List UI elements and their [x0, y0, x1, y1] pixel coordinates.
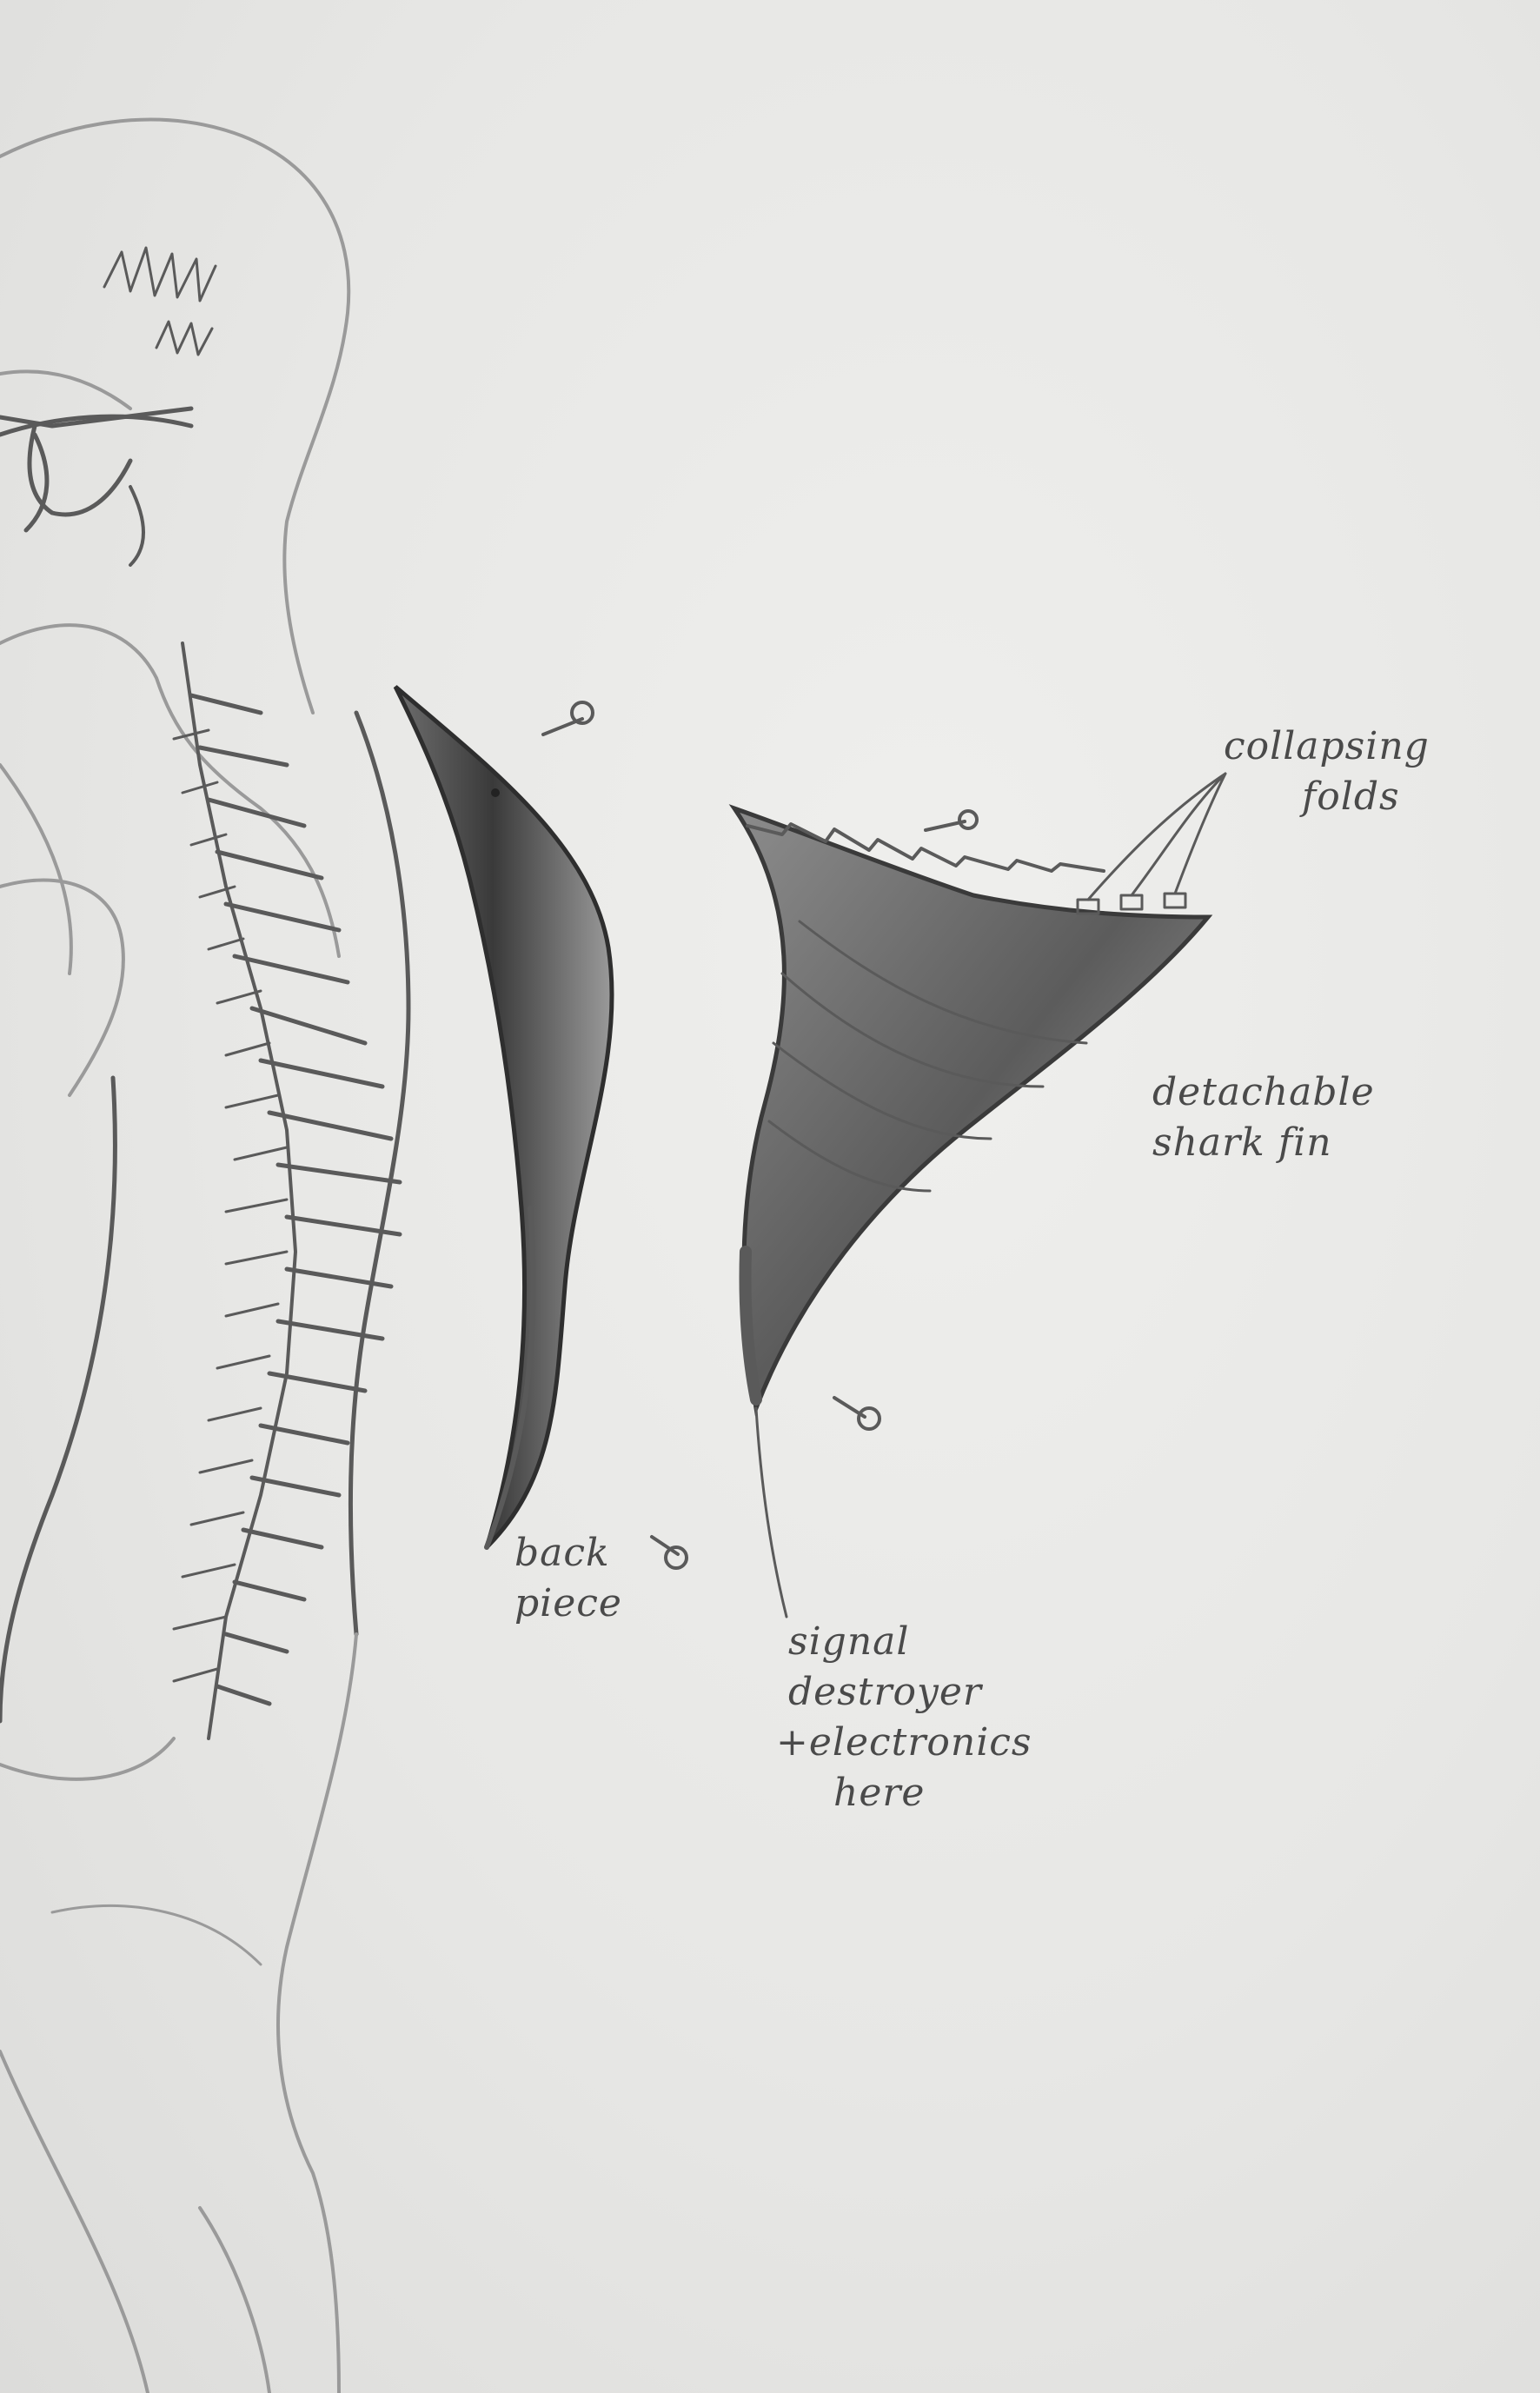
screw-icons	[541, 701, 979, 1570]
screw-icon	[541, 701, 594, 736]
screw-icon	[833, 1396, 881, 1431]
collapsing-folds-annotation: collapsing folds	[1224, 721, 1430, 822]
screw-icon	[650, 1535, 688, 1570]
annotation-line: collapsing	[1224, 724, 1430, 768]
annotation-line: here	[833, 1771, 926, 1815]
annotation-line: folds	[1302, 774, 1400, 819]
annotation-line: signal	[788, 1619, 910, 1664]
spine-sketch	[172, 641, 402, 1740]
annotation-line: shark fin	[1152, 1120, 1332, 1165]
back-piece-drawing	[393, 685, 614, 1550]
annotation-line: piece	[514, 1581, 622, 1625]
human-figure	[0, 117, 411, 2393]
screw-icon	[924, 809, 979, 832]
annotation-line: detachable	[1152, 1070, 1375, 1114]
signal-annotation: signal destroyer +electronics here	[776, 1617, 1032, 1818]
shark-fin-annotation: detachable shark fin	[1152, 1067, 1375, 1168]
shark-fin-drawing	[728, 772, 1227, 1619]
annotation-line: destroyer	[788, 1670, 982, 1714]
back-piece-annotation: back piece	[514, 1528, 622, 1629]
annotation-line: +electronics	[776, 1720, 1032, 1765]
annotation-line: back	[514, 1531, 610, 1575]
